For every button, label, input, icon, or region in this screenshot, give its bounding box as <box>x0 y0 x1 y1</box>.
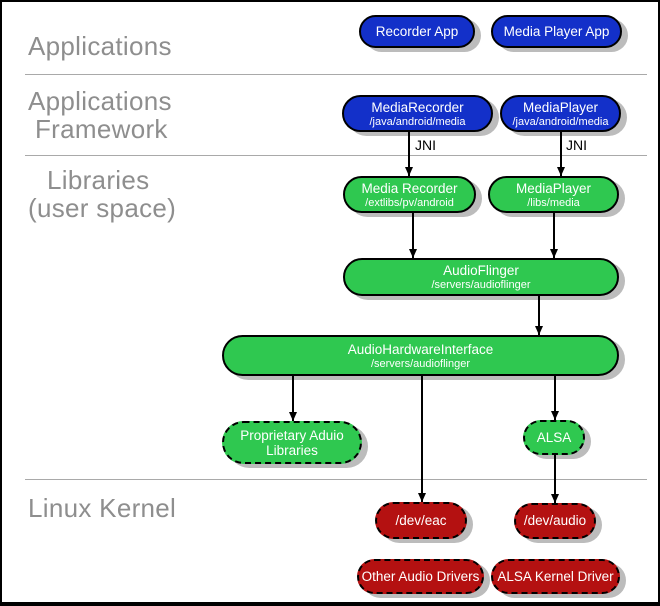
node-title: AudioFlinger <box>443 263 519 278</box>
node-title: Media Player App <box>503 23 610 39</box>
layer-label-line: (user space) <box>28 193 177 223</box>
node-media-player-app: Media Player App <box>491 15 622 48</box>
node-media-recorder-lib: Media Recorder /extlibs/pv/android <box>343 176 476 213</box>
node-other-audio-drivers: Other Audio Drivers <box>357 559 484 594</box>
layer-label-line: Framework <box>35 114 168 144</box>
node-title: Recorder App <box>375 23 459 39</box>
layer-separator-3 <box>25 479 647 480</box>
edge-ahi-to-dev-eac <box>417 375 426 502</box>
edge-mediaplayer-to-audioflinger <box>549 212 558 258</box>
node-subtitle: /extlibs/pv/android <box>365 196 454 209</box>
node-title: Other Audio Drivers <box>361 568 480 584</box>
node-title: AudioHardwareInterface <box>347 341 494 357</box>
node-title: MediaPlayer <box>522 99 599 115</box>
node-audioflinger: AudioFlinger /servers/audioflinger <box>343 258 619 296</box>
node-alsa-kernel-driver: ALSA Kernel Driver <box>491 559 620 594</box>
node-title: MediaPlayer <box>515 180 592 196</box>
layer-label-applications-framework: Applications Framework <box>28 87 172 143</box>
edge-alsa-to-dev-audio <box>550 454 559 503</box>
layer-label-libraries: Libraries (user space) <box>28 166 176 222</box>
edge-ahi-to-proprietary <box>288 375 297 421</box>
layer-separator-2 <box>25 155 647 156</box>
node-alsa: ALSA <box>523 420 585 455</box>
node-audiohardwareinterface: AudioHardwareInterface /servers/audiofli… <box>222 335 619 376</box>
layer-label-line: Libraries <box>47 165 150 195</box>
edge-jni-right <box>556 131 565 176</box>
jni-label-left: JNI <box>415 137 436 153</box>
edge-jni-left <box>404 131 413 176</box>
node-recorder-app: Recorder App <box>359 15 475 48</box>
node-subtitle: /java/android/media <box>369 115 466 128</box>
edge-audioflinger-to-ahi <box>534 295 543 335</box>
node-title: /dev/audio <box>523 513 587 528</box>
node-subtitle: /servers/audioflinger <box>370 357 471 370</box>
node-proprietary-audio-libraries: Proprietary Aduio Libraries <box>222 421 362 464</box>
layer-label-applications: Applications <box>28 32 172 60</box>
layer-label-line: Applications <box>28 31 172 61</box>
edge-mediarecorder-to-audioflinger <box>408 212 417 258</box>
layer-label-line: Linux Kernel <box>28 493 177 523</box>
node-dev-audio: /dev/audio <box>514 503 596 539</box>
layer-label-line: Applications <box>28 86 172 116</box>
node-mediaplayer-lib: MediaPlayer /libs/media <box>488 176 619 213</box>
node-title: ALSA <box>536 429 572 445</box>
node-mediaplayer-framework: MediaPlayer /java/android/media <box>500 95 621 132</box>
node-subtitle: /servers/audioflinger <box>431 279 531 291</box>
node-mediarecorder-framework: MediaRecorder /java/android/media <box>342 95 493 132</box>
node-subtitle: /libs/media <box>527 196 580 209</box>
node-title-line: Libraries <box>266 442 318 458</box>
node-title: Media Recorder <box>361 180 458 196</box>
node-subtitle: /java/android/media <box>512 115 609 128</box>
edge-ahi-to-alsa <box>550 375 559 420</box>
node-title: ALSA Kernel Driver <box>497 568 614 584</box>
layer-label-linux-kernel: Linux Kernel <box>28 494 176 522</box>
node-dev-eac: /dev/eac <box>375 502 467 539</box>
node-title: MediaRecorder <box>371 99 464 115</box>
node-title: /dev/eac <box>395 512 447 528</box>
jni-label-right: JNI <box>566 137 587 153</box>
node-title-line: Proprietary Aduio <box>240 427 344 443</box>
layer-separator-1 <box>25 74 647 75</box>
